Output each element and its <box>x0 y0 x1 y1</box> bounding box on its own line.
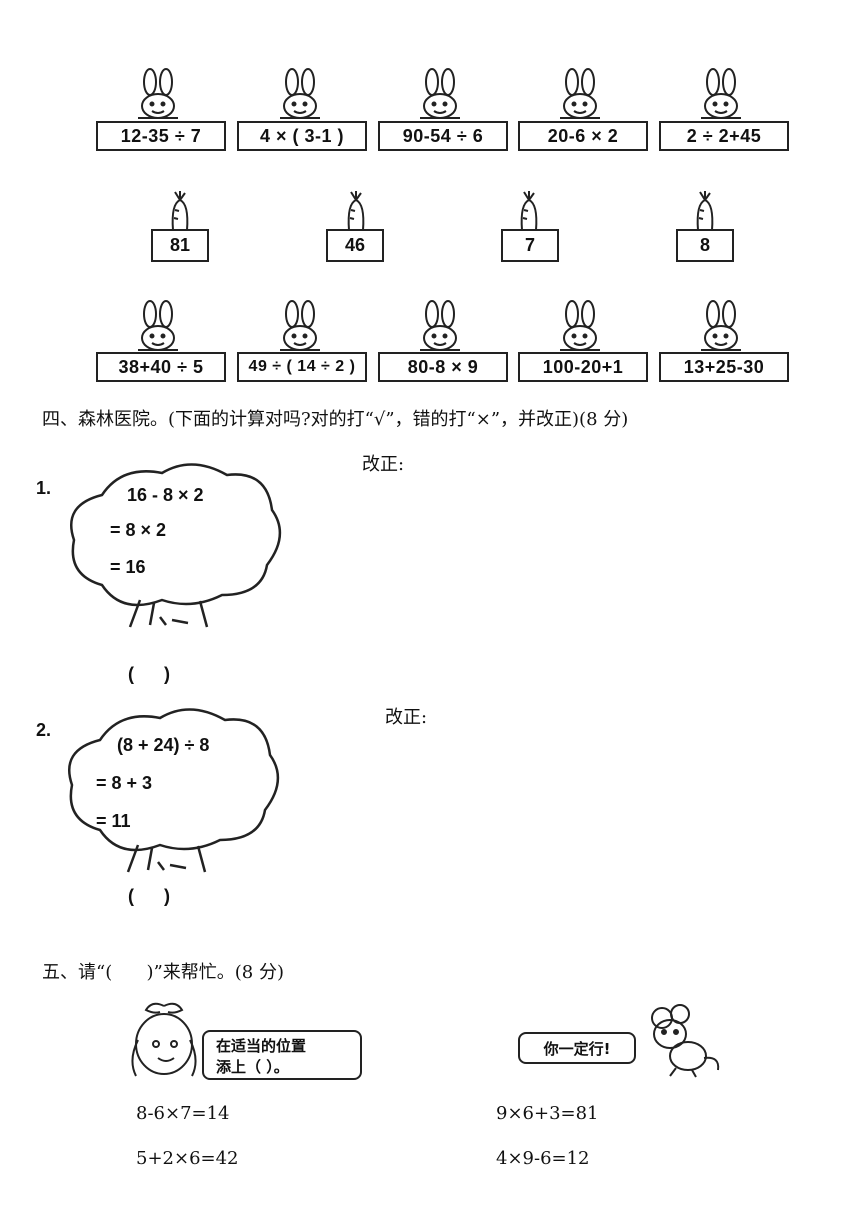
expression-box: 49 ÷ ( 14 ÷ 2 ) <box>237 352 367 382</box>
rabbit-icon <box>138 300 178 351</box>
calc-step-line: = 8 + 3 <box>96 773 153 793</box>
rabbit-icon <box>560 68 600 119</box>
tree-icon <box>69 463 282 628</box>
expression-box: 4 × ( 3-1 ) <box>237 121 367 151</box>
bubble-line: 添上（ ）。 <box>216 1058 289 1076</box>
section-5-heading: 五、请“( )”来帮忙。(8 分) <box>42 962 284 983</box>
section-4-heading: 四、森林医院。(下面的计算对吗?对的打“√”，错的打“×”，并改正)(8 分) <box>42 409 629 430</box>
calc-step-line: (8 + 24) ÷ 8 <box>117 735 210 755</box>
problem-number: 2. <box>36 720 52 740</box>
rabbit-icon <box>701 300 741 351</box>
expression-box: 2 ÷ 2+45 <box>659 121 789 151</box>
girl-icon <box>131 1002 197 1077</box>
expression-box: 20-6 × 2 <box>518 121 648 151</box>
expression-box: 90-54 ÷ 6 <box>378 121 508 151</box>
carrot-icon <box>696 191 714 231</box>
mouse-icon <box>651 1004 720 1078</box>
equation: 9×6+3=81 <box>496 1103 599 1124</box>
calc-step-line: 16 - 8 × 2 <box>127 485 204 505</box>
expression-box: 13+25-30 <box>659 352 789 382</box>
rabbit-icon <box>280 68 320 119</box>
answer-parentheses[interactable]: ( ) <box>128 886 170 906</box>
answer-number-box: 46 <box>326 229 384 262</box>
carrot-icon <box>171 191 189 231</box>
equation: 8-6×7=14 <box>136 1103 230 1124</box>
bubble-line: 在适当的位置 <box>216 1037 307 1055</box>
answer-number-box: 8 <box>676 229 734 262</box>
girl-speech-bubble: 在适当的位置 添上（ ）。 <box>202 1030 362 1080</box>
rabbit-icon <box>420 68 460 119</box>
expression-box: 100-20+1 <box>518 352 648 382</box>
correction-label: 改正: <box>385 707 428 728</box>
carrot-icon <box>520 191 538 231</box>
answer-number-box: 81 <box>151 229 209 262</box>
rabbit-icon <box>560 300 600 351</box>
rabbit-icon <box>701 68 741 119</box>
bubble-line: 你一定行! <box>543 1039 611 1058</box>
tree-icon <box>67 708 280 873</box>
expression-box: 80-8 × 9 <box>378 352 508 382</box>
equation: 5+2×6=42 <box>136 1148 239 1169</box>
answer-number-box: 7 <box>501 229 559 262</box>
equation: 4×9-6=12 <box>496 1148 590 1169</box>
rabbit-icon <box>138 68 178 119</box>
correction-label: 改正: <box>362 454 405 475</box>
calc-step-line: = 16 <box>110 557 146 577</box>
rabbit-icon <box>420 300 460 351</box>
expression-box: 38+40 ÷ 5 <box>96 352 226 382</box>
problem-number: 1. <box>36 478 52 498</box>
calc-step-line: = 8 × 2 <box>110 520 167 540</box>
rabbit-icon <box>280 300 320 351</box>
carrot-icon <box>347 191 365 231</box>
expression-box: 12-35 ÷ 7 <box>96 121 226 151</box>
answer-parentheses[interactable]: ( ) <box>128 664 170 684</box>
calc-step-line: = 11 <box>96 811 131 831</box>
mouse-speech-bubble: 你一定行! <box>518 1032 636 1064</box>
